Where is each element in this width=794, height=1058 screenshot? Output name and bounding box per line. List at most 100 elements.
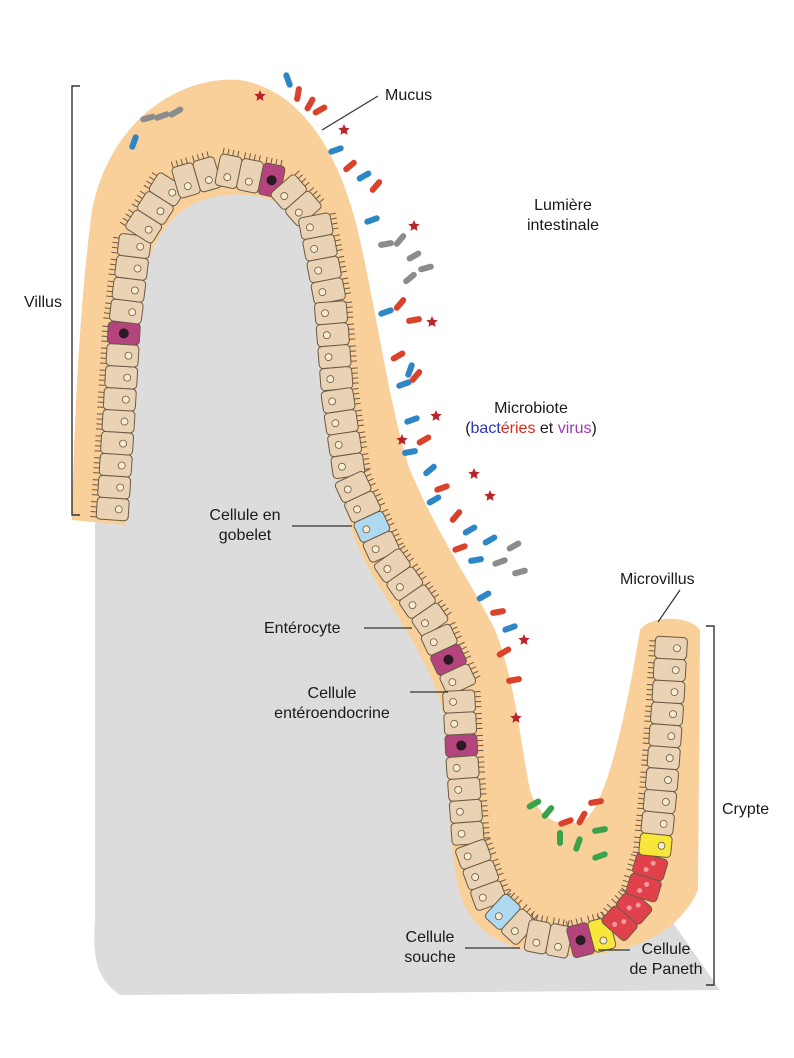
paneth-cell (626, 851, 669, 882)
bacterium (492, 557, 508, 567)
microbiota-subtitle: (bactéries et virus) (436, 419, 626, 439)
enterocyte-cell (443, 711, 483, 736)
paneth-cell (611, 887, 653, 925)
mucus-leader (321, 95, 379, 131)
microbiota-title: Microbiote (494, 400, 568, 417)
enterocyte-cell (310, 277, 352, 305)
villus-bracket (71, 85, 80, 516)
bacterium (452, 543, 468, 553)
bacterium (573, 836, 583, 852)
bacterium (592, 851, 608, 861)
paneth-cell-label: Cellule de Paneth (616, 940, 716, 980)
enterocyte-cell (94, 430, 135, 456)
bacterium (402, 448, 418, 456)
bacterium (526, 798, 542, 810)
bacterium (390, 350, 406, 362)
enterocyte-cell (439, 661, 481, 696)
bacterium (154, 111, 170, 121)
bacterium (140, 113, 156, 123)
lumen-label: Lumière intestinale (508, 196, 618, 236)
mucus-label: Mucus (385, 87, 433, 104)
bacterium (312, 104, 328, 116)
bacterium (423, 463, 437, 477)
virus (468, 468, 480, 479)
epithelial-cells (90, 147, 688, 959)
bacterium (406, 316, 422, 324)
bacterium (404, 415, 420, 425)
crypt-label: Crypte (722, 801, 770, 818)
enterocyte-cell (98, 365, 139, 390)
enteroendocrine-label-line2: entéroendocrine (274, 705, 390, 722)
bacterium (434, 483, 450, 493)
stem-cell-label: Cellule souche (390, 928, 470, 968)
enteroendocrine-label: Cellule entéroendocrine (262, 684, 402, 724)
virus (254, 90, 266, 101)
enterocyte-cell (450, 820, 490, 846)
enterocyte-cell (386, 563, 427, 601)
paneth-cell-label-line2: de Paneth (629, 961, 703, 978)
lamina-propria (94, 171, 721, 996)
bacterium (416, 434, 432, 446)
enterocyte-cell (103, 298, 144, 325)
bacterium (343, 159, 357, 173)
microbiota-open-paren: ( (465, 420, 471, 437)
bacterium (393, 233, 407, 247)
microbiota-et: et (535, 420, 558, 437)
enterocyte-cell (236, 152, 264, 194)
microbiota-bact: bact (470, 420, 501, 437)
microbiota-eries: éries (500, 420, 536, 437)
enterocyte-cell (644, 701, 684, 727)
lumen-label-line2: intestinale (526, 217, 600, 234)
enterocyte-cell (448, 798, 489, 824)
bacterium (283, 72, 293, 88)
bacterium (506, 676, 522, 684)
crypt-bracket (706, 625, 715, 986)
enterocyte-cell (191, 151, 222, 193)
bacterium (496, 646, 512, 658)
enterocyte-cell (645, 679, 686, 704)
bacterium (403, 271, 417, 285)
enterocyte-cell (642, 723, 683, 749)
bacterium (490, 608, 506, 616)
enterocyte-cell (648, 635, 688, 661)
bacterium (541, 805, 555, 819)
microvillus-leader (657, 589, 681, 623)
stem-cell (632, 832, 673, 858)
enterocyte-cell (330, 452, 371, 479)
bacterium (502, 623, 518, 633)
bacterium (588, 798, 604, 806)
bacterium (396, 379, 412, 389)
virus (484, 490, 496, 501)
bacterium (378, 307, 394, 317)
enterocyte-cell (108, 254, 149, 281)
bacterium (506, 540, 522, 552)
paneth-cell (619, 872, 662, 903)
enterocyte-cell (302, 234, 343, 262)
bacterium (576, 810, 588, 826)
virus (408, 220, 420, 231)
enterocyte-cell (523, 913, 552, 955)
microbiota-label: Microbiote (bactéries et virus) (436, 399, 626, 439)
mucus-layer (72, 79, 700, 956)
virus (426, 316, 438, 327)
enterocyte-cell (270, 170, 310, 210)
microbiota-close-paren: ) (591, 420, 597, 437)
enterocyte-cell (639, 767, 679, 792)
enteroendocrine-label-line1: Cellule (307, 685, 357, 702)
bacterium (449, 509, 463, 523)
enterocyte-cell (91, 474, 132, 500)
enterocyte-cell (105, 276, 147, 303)
bacterium (369, 179, 383, 193)
goblet-cell-label-line2: gobelet (218, 527, 272, 544)
virus (510, 712, 522, 723)
bacterium (462, 524, 478, 536)
bacterium (294, 86, 302, 102)
stem-cell-label-line2: souche (404, 949, 456, 966)
enterocyte-cell (317, 344, 357, 370)
bacterium (364, 215, 380, 225)
paneth-cell-label-line1: Cellule (641, 941, 691, 958)
enterocyte-cell (93, 452, 133, 478)
bacterium (393, 297, 407, 311)
